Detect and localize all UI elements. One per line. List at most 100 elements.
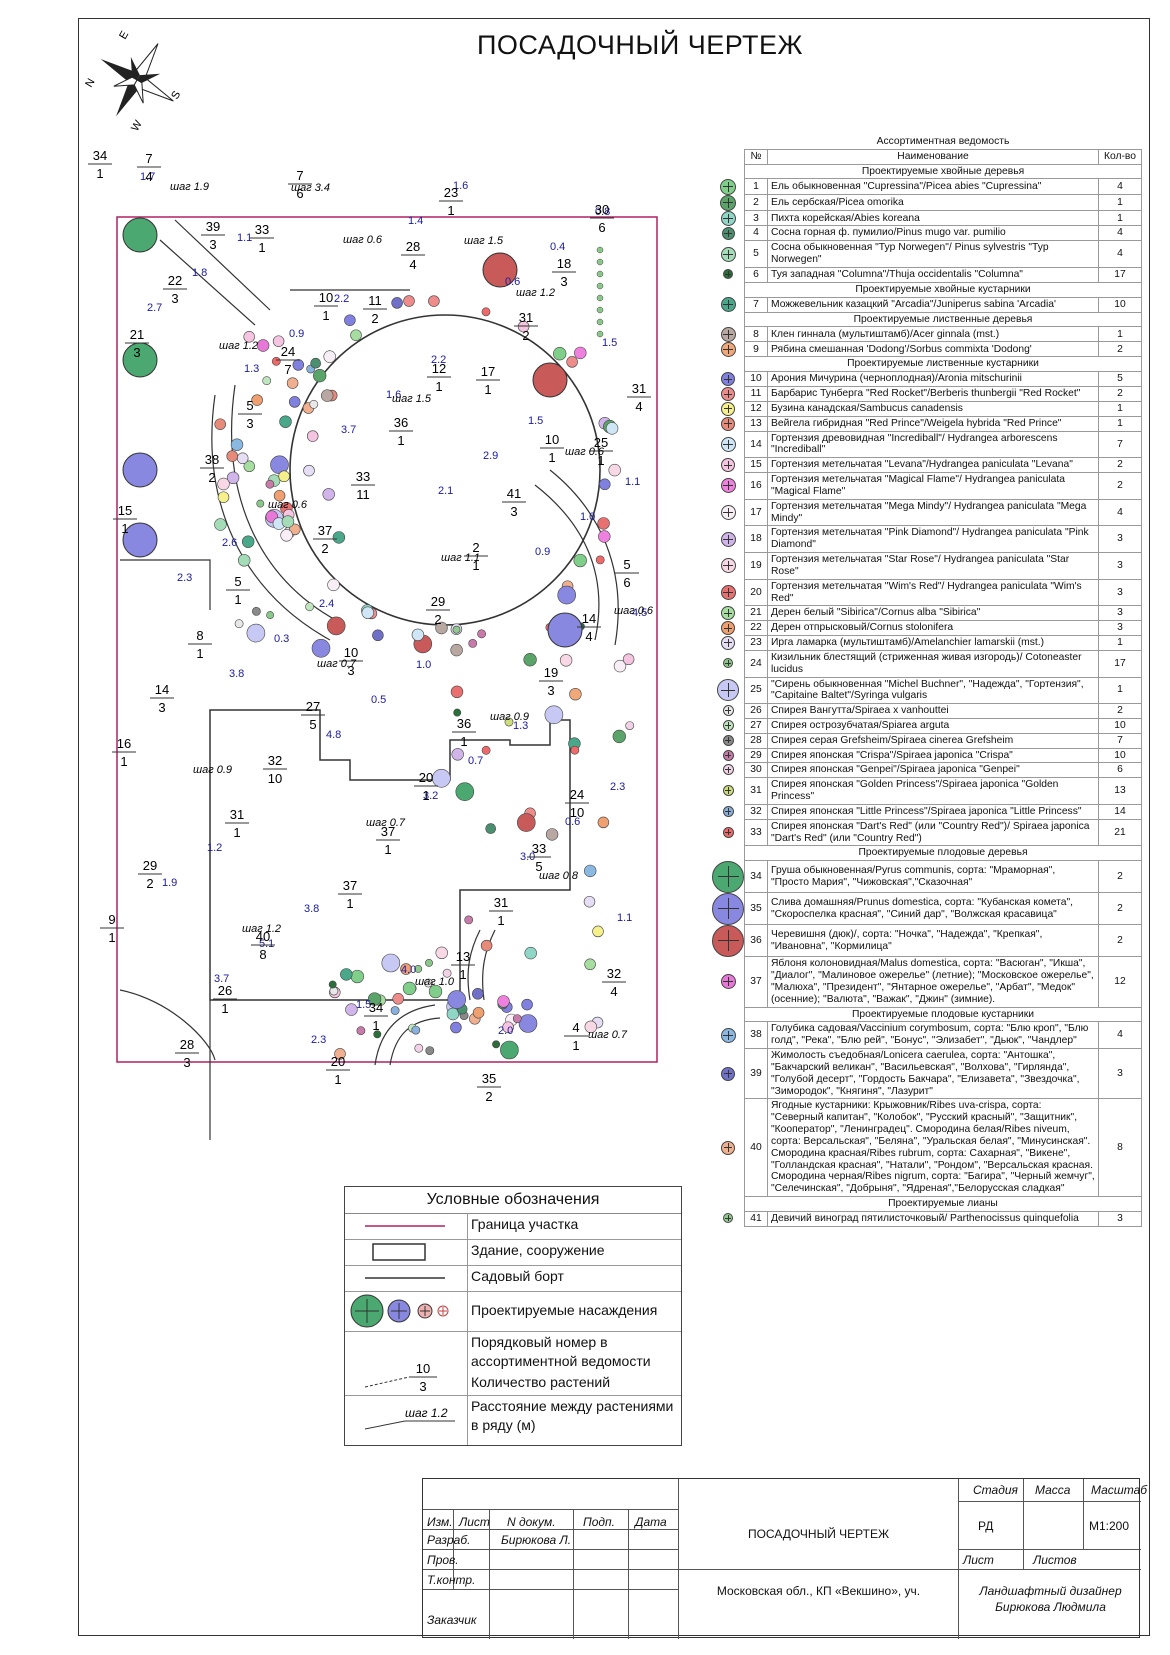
cell-name: Бузина канадская/Sambucus canadensis — [767, 400, 1099, 417]
cell-name: Дерен отпрысковый/Cornus stolonifera — [767, 620, 1099, 637]
cell-name: Можжевельник казацкий "Arcadia"/Juniperu… — [767, 296, 1099, 313]
table-section-row: Проектируемые лиственные деревья — [712, 311, 1142, 328]
callout-count: 1 — [472, 558, 479, 573]
tree-marker — [547, 612, 583, 648]
plant-symbol-icon — [720, 531, 736, 547]
dimension-label: 4.0 — [401, 964, 416, 976]
cell-q: 10 — [1098, 747, 1142, 764]
legend-label: Порядковый номер в ассортиментной ведомо… — [471, 1334, 651, 1369]
dimension-label: 1.5 — [602, 337, 617, 349]
plant-symbol-icon — [722, 734, 734, 746]
callout-count: 1 — [397, 433, 404, 448]
callout-count: 5 — [535, 859, 542, 874]
dimension-label: 1.3 — [513, 720, 528, 732]
drawing-frame — [78, 18, 1150, 1636]
stamp-prov: Пров. — [427, 1553, 459, 1567]
cell-q: 8 — [1098, 1098, 1142, 1197]
callout-count: 1 — [346, 896, 353, 911]
plant-symbol-icon — [720, 178, 736, 195]
plant-marker — [252, 607, 261, 616]
dimension-label: 2.2 — [431, 354, 446, 366]
plant-symbol-icon — [721, 1066, 735, 1081]
stamp-sheet-h: Лист — [963, 1553, 994, 1567]
callout-number: 24 — [570, 787, 584, 802]
callout-count: 2 — [321, 541, 328, 556]
plant-symbol-icon — [723, 658, 733, 669]
cell-name: Ель обыкновенная "Cupressina"/Picea abie… — [767, 178, 1099, 196]
dimension-label: 0.9 — [289, 328, 304, 340]
plant-marker — [217, 491, 230, 503]
callout-number: 5 — [623, 557, 630, 572]
plant-marker — [234, 619, 244, 629]
cell-n: 22 — [744, 620, 768, 637]
cell-n: 28 — [744, 732, 768, 749]
step-label: шаг 0.6 — [565, 446, 605, 458]
plant-marker — [322, 488, 335, 501]
callout-number: 28 — [406, 239, 420, 254]
plant-marker — [340, 968, 353, 981]
plant-symbol-icon — [723, 269, 733, 280]
plant-marker — [230, 438, 244, 451]
callout-count: 1 — [384, 842, 391, 857]
cell-name: Клен гиннала (мультиштамб)/Acer ginnala … — [767, 326, 1099, 343]
legend-row-border: Садовый борт — [345, 1265, 681, 1292]
cell-q: 3 — [1098, 578, 1142, 607]
plant-marker — [595, 555, 605, 565]
plant-symbol-icon — [720, 297, 736, 313]
plant-marker — [553, 347, 567, 361]
plant-symbol-icon — [720, 1027, 736, 1043]
cell-name: Спирея японская "Crispa"/Spiraea japonic… — [767, 747, 1099, 764]
dimension-label: 0.8 — [595, 206, 610, 218]
callout-number: 14 — [582, 611, 596, 626]
cell-q: 2 — [1098, 457, 1142, 474]
callout-count: 4 — [409, 257, 416, 272]
plant-marker — [373, 1030, 382, 1039]
cell-name: Арония Мичурина (черноплодная)/Aronia mi… — [767, 371, 1099, 388]
cell-q: 12 — [1098, 956, 1142, 1008]
dimension-label: 1.0 — [580, 511, 595, 523]
plant-symbol-icon — [717, 679, 739, 702]
tree-marker — [482, 252, 518, 288]
plant-symbol-icon — [722, 785, 734, 797]
callout-number: 5 — [246, 398, 253, 413]
hedge-marker — [596, 306, 604, 314]
plant-marker — [332, 531, 346, 544]
cell-name: Ель сербская/Picea omorika — [767, 194, 1099, 212]
plant-marker — [226, 471, 240, 485]
compass-rose-icon: E N S W — [85, 29, 183, 133]
stamp-tkontr: Т.контр. — [427, 1573, 476, 1587]
plant-symbol-icon — [722, 805, 734, 817]
cell-n: 20 — [744, 578, 768, 607]
cell-q: 4 — [1098, 1021, 1142, 1050]
callout-count: 3 — [133, 345, 140, 360]
garden-border — [159, 219, 410, 326]
section-title: Проектируемые хвойные деревья — [744, 163, 1142, 180]
cell-n: 17 — [744, 498, 768, 527]
plant-marker — [279, 415, 292, 428]
plant-marker — [597, 816, 610, 829]
cell-name: Ягодные кустарники: Крыжовник/Ribes uva-… — [767, 1098, 1099, 1197]
callout-number: 31 — [230, 807, 244, 822]
stamp-scale-h: Масштаб — [1091, 1483, 1148, 1497]
plant-marker — [523, 653, 537, 667]
cell-n: 27 — [744, 717, 768, 734]
plant-marker — [453, 708, 462, 717]
callout-number: 27 — [306, 699, 320, 714]
callout-count: 1 — [108, 930, 115, 945]
callout-count: 3 — [347, 663, 354, 678]
section-title: Проектируемые плодовые кустарники — [744, 1006, 1142, 1023]
plant-marker — [545, 828, 559, 841]
dimension-label: 1.5 — [356, 999, 371, 1011]
cell-name: Вейгела гибридная "Red Prince"/Weigela h… — [767, 415, 1099, 432]
cell-name: Яблоня колоновидная/Malus domestica, сор… — [767, 956, 1099, 1008]
cell-q: 5 — [1098, 371, 1142, 388]
stamp-izm: Изм. — [427, 1515, 453, 1529]
cell-n: 14 — [744, 430, 768, 459]
plant-marker — [524, 946, 537, 960]
